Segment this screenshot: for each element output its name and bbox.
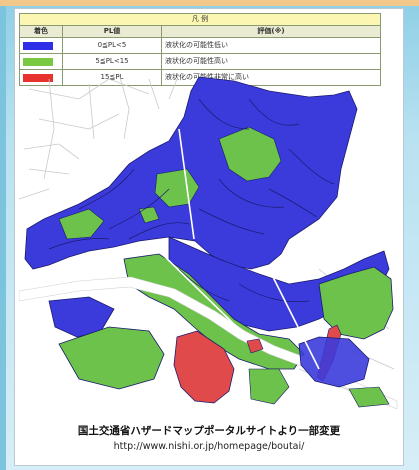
legend-swatch-low (23, 41, 53, 50)
legend-swatch-cell (19, 53, 63, 70)
legend-table: 凡 例 着色 PL値 評価(※) 0≦PL<5 液状化の可能性低い 5≦PL<1… (19, 13, 381, 86)
legend-pl-low: 0≦PL<5 (62, 37, 162, 54)
legend-desc-low: 液状化の可能性低い (161, 37, 381, 54)
district-boundaries (48, 98, 335, 302)
legend-row-low: 0≦PL<5 液状化の可能性低い (19, 37, 381, 54)
left-decor-strip (0, 6, 6, 470)
legend-header-pl: PL値 (62, 25, 162, 38)
source-caption: 国土交通省ハザードマップポータルサイトより一部変更 (77, 425, 341, 437)
liquefaction-map (19, 73, 398, 409)
region-low-main (24, 76, 358, 270)
legend-header-row: 着色 PL値 評価(※) (19, 25, 381, 38)
legend-title-row: 凡 例 (19, 13, 381, 26)
map-panel: 凡 例 着色 PL値 評価(※) 0≦PL<5 液状化の可能性低い 5≦PL<1… (14, 8, 404, 466)
legend-title: 凡 例 (19, 13, 381, 26)
top-decor-strip (0, 0, 419, 6)
region-high-right (318, 266, 394, 340)
region-high-lower-right (248, 368, 290, 405)
legend-swatch-high (23, 57, 53, 66)
region-very-high-main (173, 330, 235, 404)
legend-swatch-cell (19, 37, 63, 54)
legend-header-eval: 評価(※) (161, 25, 381, 38)
region-high-upper (218, 126, 282, 182)
legend-pl-high: 5≦PL<15 (62, 53, 162, 70)
region-high-left (58, 208, 105, 240)
legend-swatch-very-high (23, 73, 53, 82)
region-very-high-small (246, 338, 264, 354)
river (19, 276, 398, 409)
region-high-island-left (58, 326, 165, 390)
roads (158, 128, 320, 370)
legend-row-high: 5≦PL<15 液状化の可能性高い (19, 53, 381, 70)
region-high-bottom-right (348, 386, 390, 408)
legend-header-color: 着色 (19, 25, 63, 38)
source-url: http://www.nishi.or.jp/homepage/boutai/ (113, 441, 305, 452)
region-high-small1 (138, 206, 160, 224)
legend-desc-high: 液状化の可能性高い (161, 53, 381, 70)
region-low-right-lower (298, 336, 370, 388)
